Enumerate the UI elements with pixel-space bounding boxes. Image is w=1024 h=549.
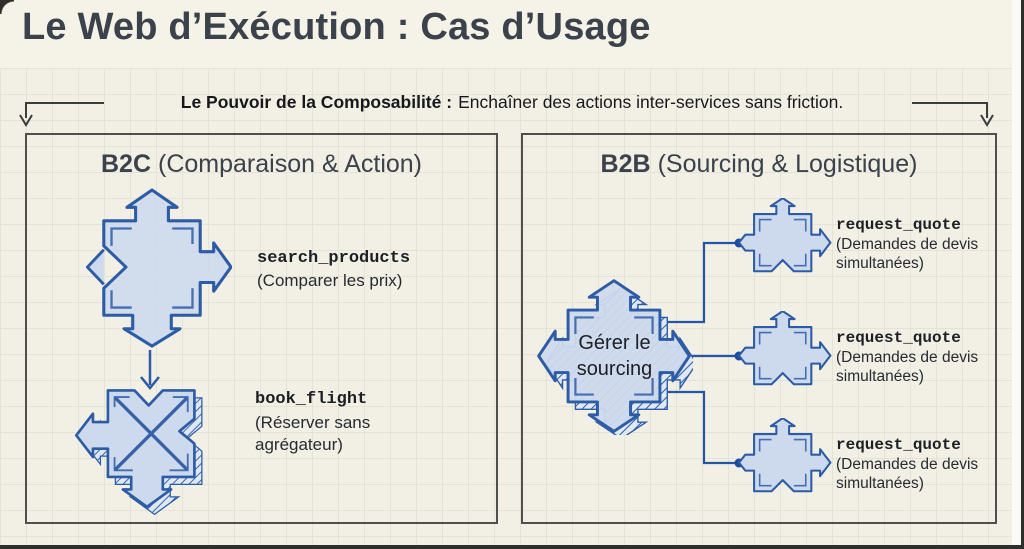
b2b-spoke2-desc: (Demandes de devis simultanées)	[836, 348, 978, 386]
screen-bottom-edge	[0, 545, 1024, 549]
b2b-title-subtitle: (Sourcing & Logistique)	[657, 150, 918, 178]
composability-banner: Le Pouvoir de la Composabilité :Enchaîne…	[0, 92, 1024, 113]
page-title: Le Web d’Exécution : Cas d’Usage	[22, 6, 651, 48]
b2b-spoke3-desc-line1: (Demandes de devis	[836, 456, 979, 473]
b2b-spoke2-desc-line2: simultanées)	[836, 368, 924, 385]
b2b-panel-title: B2B(Sourcing & Logistique)	[521, 150, 997, 179]
b2b-spoke3-code: request_quote	[836, 436, 961, 454]
b2c-panel-title: B2C(Comparaison & Action)	[25, 150, 498, 179]
b2b-panel	[521, 133, 997, 524]
b2c-step1-desc: (Comparer les prix)	[257, 271, 403, 290]
screen-corner-top-left	[0, 0, 14, 14]
b2b-spoke3-desc: (Demandes de devis simultanées)	[836, 455, 978, 493]
b2b-spoke1-desc-line2: simultanées)	[836, 255, 924, 272]
b2b-hub-label-line1: Gérer le	[578, 332, 651, 354]
b2c-step1-code: search_products	[257, 249, 411, 268]
banner-text: Enchaîner des actions inter-services san…	[458, 92, 844, 112]
b2b-spoke1-desc: (Demandes de devis simultanées)	[836, 235, 978, 273]
b2b-spoke2-desc-line1: (Demandes de devis	[836, 349, 979, 366]
b2b-hub-label-line2: sourcing	[576, 358, 653, 380]
b2c-step2-desc: (Réserver sans agrégateur)	[255, 412, 370, 456]
b2c-step2-desc-line2: agrégateur)	[255, 435, 343, 454]
b2b-spoke1-desc-line1: (Demandes de devis	[836, 236, 979, 253]
banner-lead-text: Le Pouvoir de la Composabilité :	[180, 92, 453, 112]
b2c-step2-desc-line1: (Réserver sans	[255, 413, 371, 432]
b2b-spoke1-code: request_quote	[836, 216, 961, 234]
b2c-title-bold: B2C	[100, 150, 151, 178]
b2b-spoke3-desc-line2: simultanées)	[836, 475, 924, 492]
b2c-title-subtitle: (Comparaison & Action)	[158, 150, 423, 178]
b2b-spoke2-code: request_quote	[836, 329, 961, 347]
screen-right-edge	[1021, 0, 1024, 549]
b2b-hub-label: Gérer le sourcing	[552, 330, 677, 382]
b2b-title-bold: B2B	[600, 150, 651, 178]
b2c-step2-code: book_flight	[255, 390, 368, 409]
b2c-panel	[25, 133, 498, 524]
